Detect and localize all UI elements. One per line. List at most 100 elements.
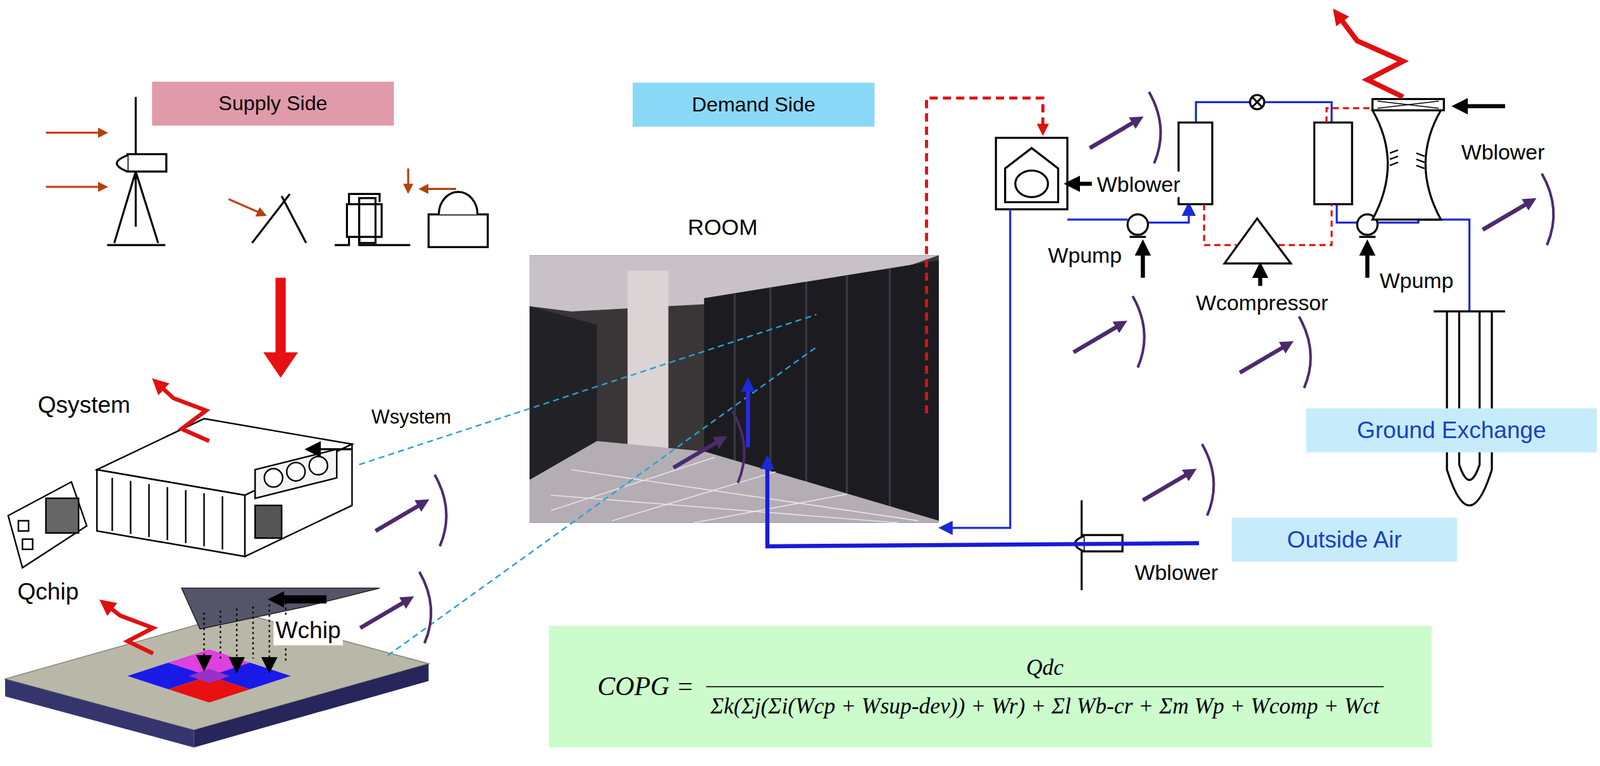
cooling-tower-part <box>1389 149 1425 169</box>
wind-turbine-part <box>127 154 167 172</box>
work-symbol-part-part <box>1090 120 1137 149</box>
side-banner: Supply Side <box>151 81 394 126</box>
room-photo <box>359 254 939 655</box>
solar-panel-part <box>228 199 262 214</box>
server-chassis-part <box>221 496 223 550</box>
work-symbol-part-part <box>732 411 745 483</box>
chiller-part <box>1127 214 1148 235</box>
room-photo-part <box>704 260 939 521</box>
server-chassis-part <box>96 469 245 557</box>
work-symbol-part-part <box>1541 173 1554 245</box>
crac-unit <box>995 137 1092 210</box>
circuit-card <box>8 481 87 567</box>
room-photo-part <box>529 254 939 523</box>
server-chassis-part <box>309 456 328 475</box>
cooling-tower <box>1338 16 1506 220</box>
work-symbol-part <box>359 571 431 643</box>
cooling-tower-part <box>1372 98 1444 111</box>
chiller-part <box>1365 249 1370 278</box>
wind-turbine-part <box>114 171 137 243</box>
supply-arrow <box>263 277 298 378</box>
work-symbol-part-part <box>1142 472 1190 501</box>
wind-turbine-part <box>136 171 159 243</box>
formula-lhs: COPG = <box>597 670 695 701</box>
formula-fraction: QdcΣk(Σj(Σi(Wcp + Wsup-dev)) + Wr) + Σl … <box>706 653 1383 719</box>
refrigerant-line-part <box>1203 204 1237 246</box>
chip-package-part-part <box>268 604 271 664</box>
chiller-part <box>1252 96 1263 107</box>
box-text: Outside Air <box>1286 525 1402 554</box>
fuel-cell-symbol <box>334 193 410 245</box>
chip-package <box>5 587 429 748</box>
work-symbol-part <box>1090 91 1161 164</box>
work-symbol-part-part <box>359 599 407 628</box>
circuit-card-part <box>22 539 33 550</box>
refrigerant-line-part <box>1278 204 1332 246</box>
server-chassis-part <box>166 486 168 540</box>
work-symbol-part-part <box>434 474 447 546</box>
chiller-part <box>1129 235 1146 238</box>
wind-arrows <box>46 132 103 187</box>
chiller-loop-part <box>1148 210 1190 223</box>
room-photo-part <box>551 457 919 523</box>
wind-turbine-part <box>134 96 137 156</box>
room-photo-part <box>745 385 750 448</box>
room-photo-part-part <box>551 457 715 511</box>
server-chassis-part <box>314 447 353 450</box>
quantity-label: Wsystem <box>369 406 453 430</box>
formula-box: COPG = QdcΣk(Σj(Σi(Wcp + Wsup-dev)) + Wr)… <box>549 625 1432 748</box>
dome-symbol <box>408 168 488 247</box>
source-box: Outside Air <box>1231 517 1458 562</box>
quantity-label: Wpump <box>1377 267 1456 294</box>
wind-arrows-part <box>46 131 103 134</box>
quantity-label: Qsystem <box>35 390 133 420</box>
quantity-label: Wblower <box>1095 171 1183 198</box>
server-chassis-part <box>264 468 283 487</box>
server-chassis-part <box>203 492 205 546</box>
chiller-loop-part <box>1195 101 1250 123</box>
work-symbol-part-part <box>1240 344 1287 373</box>
circuit-card-part <box>18 520 29 531</box>
work-symbol-part-part <box>1132 296 1144 368</box>
room-photo-part <box>529 440 939 523</box>
work-symbol-part-part <box>1482 201 1530 230</box>
dome-symbol-part <box>428 214 488 248</box>
chiller-part <box>1252 96 1263 107</box>
ground-loop-part <box>1458 311 1480 480</box>
work-symbol-part-part <box>1298 316 1311 388</box>
work-symbol-part <box>375 474 447 546</box>
work-symbol-part-part <box>419 571 431 643</box>
room-photo-part-part <box>845 275 848 494</box>
room-photo-part-part <box>888 268 891 507</box>
room-photo-part-part <box>571 469 918 521</box>
chiller-loop-part <box>1416 219 1470 312</box>
work-symbol-part <box>1240 316 1311 388</box>
wind-turbine-part <box>134 171 137 227</box>
server-chassis-part <box>159 384 210 441</box>
quantity-label: Qchip <box>15 577 81 607</box>
chiller-loop-part <box>1336 204 1358 223</box>
quantity-label: Wchip <box>273 616 343 645</box>
dome-symbol-part <box>439 191 478 214</box>
chiller-part <box>1258 271 1263 286</box>
wind-turbine-part <box>106 243 166 246</box>
server-chassis <box>96 384 352 557</box>
work-symbol <box>359 91 1554 643</box>
formula-denominator: Σk(Σj(Σi(Wcp + Wsup-dev)) + Wr) + Σl Wb-… <box>706 685 1383 719</box>
crac-unit-part <box>1073 181 1092 186</box>
work-symbol-part <box>1142 444 1214 516</box>
circuit-card-part <box>8 481 87 567</box>
chip-package-part-part <box>203 612 205 662</box>
room-label: ROOM <box>685 214 760 242</box>
server-chassis-part <box>111 477 113 531</box>
chip-package-part-part <box>235 607 238 664</box>
work-symbol-part-part <box>673 439 721 468</box>
cooling-tower-part <box>1377 101 1439 109</box>
room-photo-part-part <box>805 281 808 482</box>
room-photo-part-part <box>733 294 736 461</box>
chiller-part <box>1358 235 1376 238</box>
server-chassis-part <box>148 483 150 538</box>
source-box: Ground Exchange <box>1306 408 1598 452</box>
